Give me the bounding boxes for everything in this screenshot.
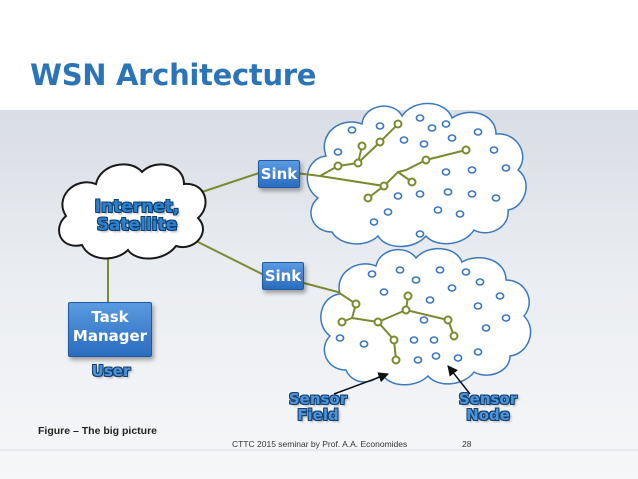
sink-bottom: Sink <box>262 262 304 290</box>
footer-credit: CTTC 2015 seminar by Prof. A.A. Economid… <box>232 439 408 449</box>
internet-cloud <box>58 163 207 260</box>
internet-satellite-label: Internet, Satellite <box>88 197 186 235</box>
sensor-field-line1: Sensor <box>288 390 348 408</box>
internet-to-sink-bottom-link <box>189 237 265 276</box>
relay-nodes <box>333 119 471 365</box>
internet-label-line1: Internet, <box>94 197 180 217</box>
sensor-node-arrow <box>447 365 471 395</box>
sensor-field-label: Sensor Field <box>282 390 354 424</box>
sensor-node-line1: Sensor <box>458 390 518 408</box>
user-label: User <box>91 362 131 380</box>
sensor-node-line2: Node <box>466 405 510 424</box>
sensor-field-arrow <box>333 372 389 395</box>
sensor-nodes <box>333 114 511 364</box>
satellite-label-line2: Satellite <box>96 214 178 235</box>
task-manager-line2: Manager <box>72 327 148 345</box>
sink-top: Sink <box>258 160 300 188</box>
slide-title: WSN Architecture <box>30 58 317 92</box>
sensor-node-label: Sensor Node <box>452 390 524 424</box>
task-manager-box: Task Manager <box>68 302 152 357</box>
task-manager-line1: Task <box>91 308 129 326</box>
title-bar <box>0 48 638 110</box>
sensor-field-line2: Field <box>297 405 339 424</box>
figure-caption: Figure – The big picture <box>38 425 158 437</box>
sensor-field-cloud-top <box>306 102 527 248</box>
page-number: 28 <box>462 439 472 449</box>
